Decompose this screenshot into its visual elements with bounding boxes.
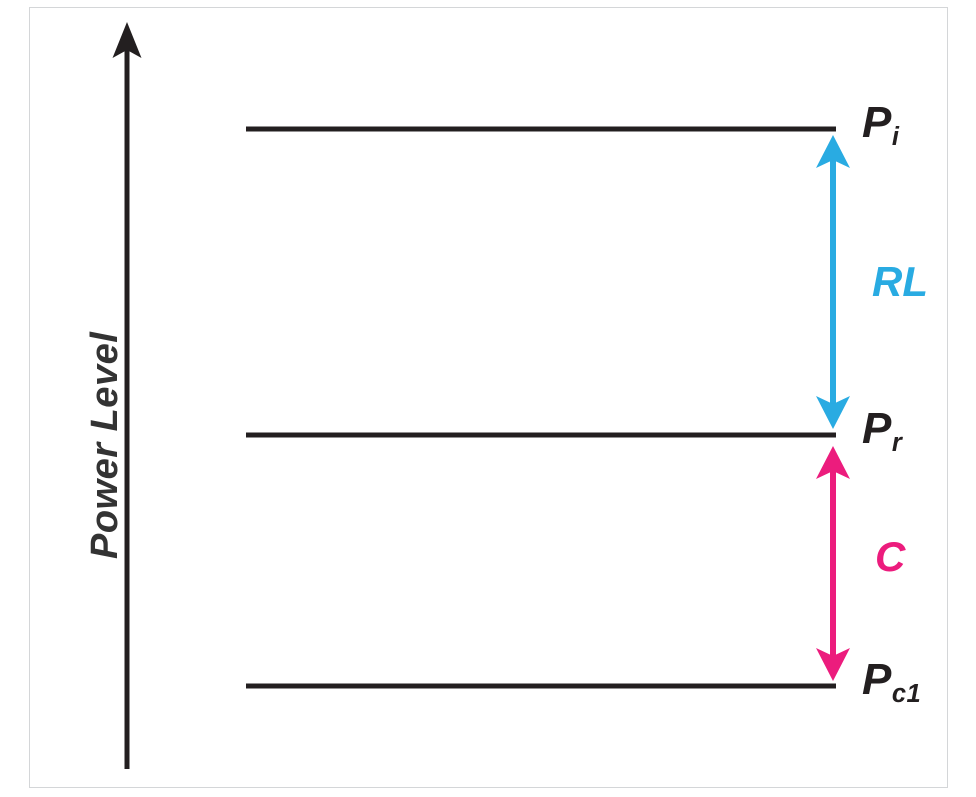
vertical-axis — [112, 22, 142, 769]
level-label-pc1: Pc1 — [862, 655, 921, 707]
axis-arrowhead-icon — [112, 22, 142, 58]
rl-arrowhead-down-icon — [816, 396, 850, 429]
level-label-pi-subscript: i — [891, 122, 900, 151]
level-label-pr-subscript: r — [891, 428, 903, 457]
diagram-frame — [29, 7, 948, 788]
level-label-pc1-symbol: P — [862, 655, 892, 704]
rl-arrow — [816, 135, 850, 429]
c-arrowhead-up-icon — [816, 446, 850, 479]
level-label-pr: Pr — [862, 404, 902, 456]
level-label-pc1-subscript: c1 — [891, 679, 922, 708]
c-arrowhead-down-icon — [816, 648, 850, 681]
level-label-pi: Pi — [862, 98, 899, 150]
rl-arrowhead-up-icon — [816, 135, 850, 168]
level-label-pr-symbol: P — [862, 404, 892, 453]
y-axis-label: Power Level — [84, 331, 126, 559]
measure-label-rl: RL — [872, 258, 928, 305]
level-label-pi-symbol: P — [862, 98, 892, 147]
c-arrow — [816, 446, 850, 681]
measure-label-c: C — [875, 533, 906, 580]
